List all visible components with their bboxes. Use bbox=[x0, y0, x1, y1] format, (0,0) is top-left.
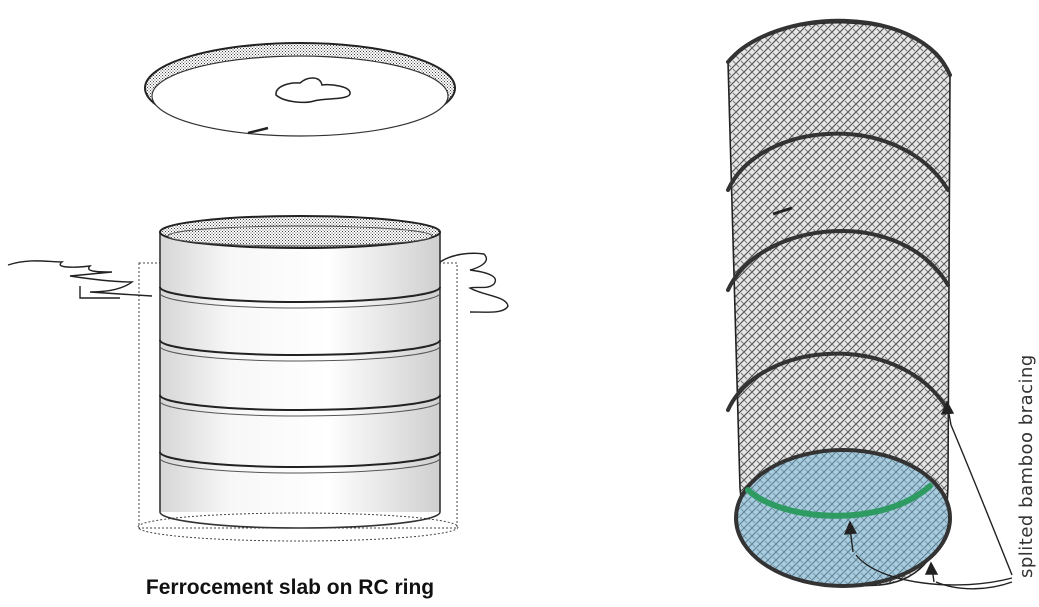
scribble-left bbox=[8, 261, 152, 298]
scribble-right bbox=[440, 253, 508, 312]
ferrocement-slab-lid bbox=[145, 43, 455, 136]
bamboo-cylinder bbox=[728, 21, 950, 586]
right-caption: splited bamboo bracing bbox=[1016, 354, 1037, 578]
left-caption: Ferrocement slab on RC ring bbox=[146, 576, 434, 599]
rc-ring-stack bbox=[138, 216, 458, 541]
